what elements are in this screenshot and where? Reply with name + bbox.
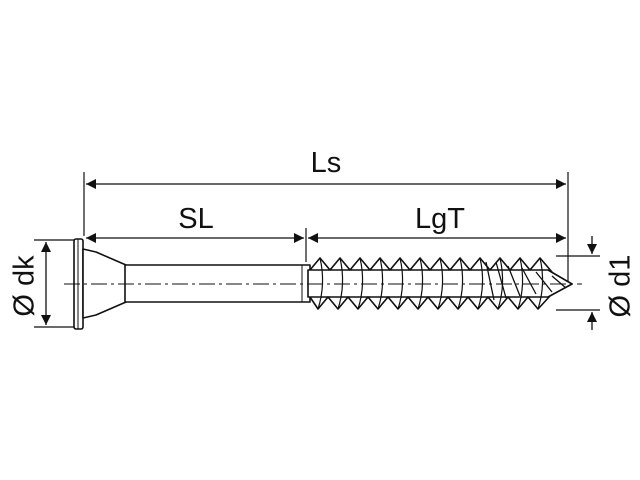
- label-sl: SL: [178, 203, 213, 235]
- screw-thread-core: [307, 269, 573, 298]
- extension-lines: [34, 172, 600, 328]
- screw-thread-bottom: [309, 295, 551, 310]
- dimension-lines: [41, 179, 597, 330]
- label-head-diameter: Ø dk: [9, 255, 41, 317]
- label-lgt: LgT: [415, 203, 465, 235]
- screw-cutting-tip: [485, 261, 567, 301]
- label-ls: Ls: [311, 147, 342, 179]
- label-thread-diameter: Ø d1: [605, 255, 637, 318]
